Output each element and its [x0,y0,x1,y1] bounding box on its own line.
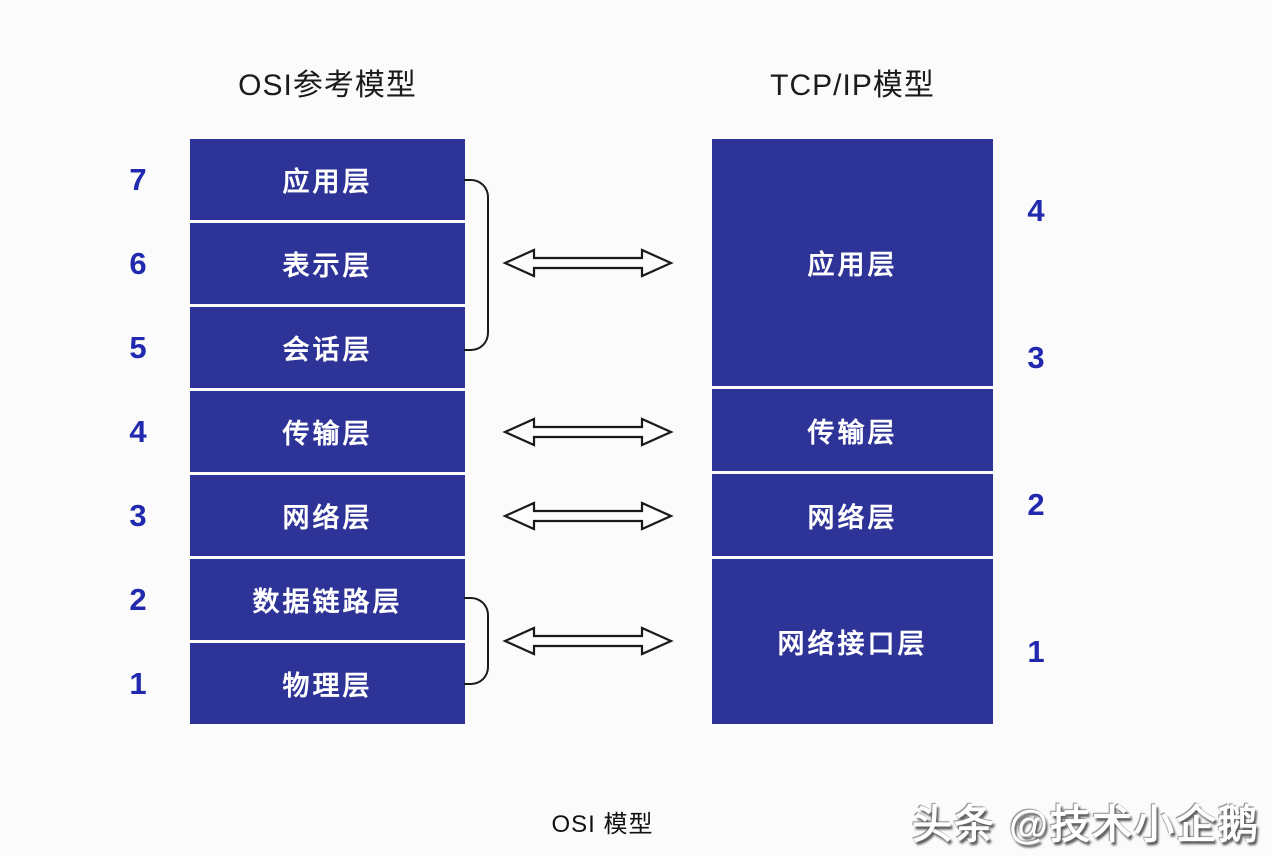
group-bracket-lower-layers [464,597,489,685]
double-arrow-icon [502,499,674,533]
osi-layer-physical: 物理层 [190,643,465,724]
double-arrow-icon [502,624,674,658]
tcpip-layer-network-interface: 网络接口层 [712,559,993,724]
osi-layer-number: 5 [129,329,147,365]
tcpip-layer-number: 2 [1027,487,1045,522]
watermark-text: 头条 @技术小企鹅 [911,803,1260,847]
osi-layer-number: 4 [129,413,147,449]
osi-model-title: OSI参考模型 [238,69,417,102]
double-arrow-icon [502,415,674,449]
osi-layer-number: 7 [129,161,147,197]
tcpip-layer-transport: 传输层 [712,388,993,472]
osi-layer-network: 网络层 [190,475,465,556]
osi-layer-number: 1 [129,665,147,701]
osi-layer-presentation: 表示层 [190,223,465,304]
osi-layer-number: 2 [129,581,147,617]
tcpip-model-title: TCP/IP模型 [770,69,935,102]
double-arrow-icon [502,246,674,280]
osi-layer-numbers: 7 6 5 4 3 2 1 [103,139,173,724]
tcpip-layer-internet: 网络层 [712,474,993,557]
tcpip-layer-number: 3 [1027,340,1045,375]
osi-layer-number: 3 [129,497,147,533]
tcpip-layer-number: 1 [1027,634,1045,669]
osi-layer-datalink: 数据链路层 [190,559,465,640]
osi-layer-stack: 应用层 表示层 会话层 传输层 网络层 数据链路层 物理层 [190,139,465,724]
diagram-caption: OSI 模型 [551,811,654,838]
osi-layer-number: 6 [129,245,147,281]
tcpip-layer-stack: 应用层 传输层 网络层 网络接口层 [712,139,993,724]
group-bracket-upper-layers [464,179,489,351]
osi-layer-session: 会话层 [190,307,465,388]
tcpip-layer-application: 应用层 [712,139,993,386]
osi-layer-transport: 传输层 [190,391,465,472]
osi-layer-application: 应用层 [190,139,465,220]
tcpip-layer-number: 4 [1027,193,1045,228]
tcpip-layer-numbers: 4 3 2 1 [1005,139,1067,724]
